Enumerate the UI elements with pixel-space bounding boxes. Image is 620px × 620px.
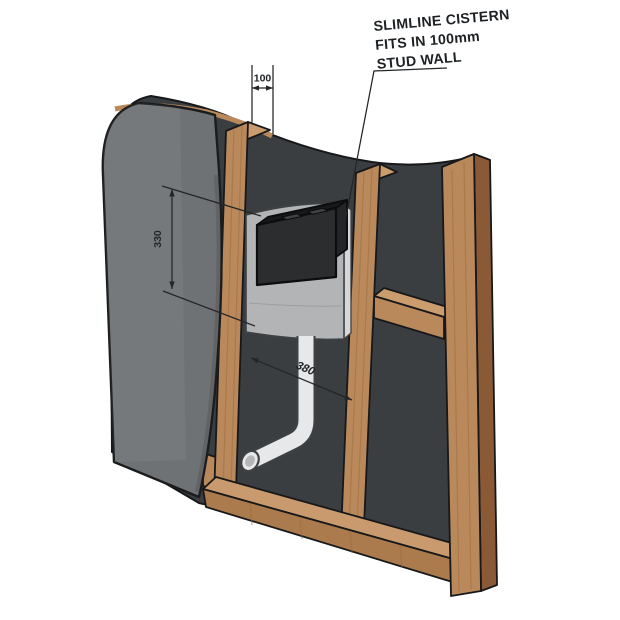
front-panel-face	[101, 101, 223, 499]
arrowhead	[344, 394, 352, 400]
wood-grain	[222, 125, 243, 493]
arrowhead	[252, 85, 259, 91]
dimension-cistern-height: 330	[152, 185, 262, 327]
arrowhead	[169, 281, 175, 289]
cistern-seam	[248, 302, 343, 307]
flush-pipe	[240, 336, 316, 473]
access-panel-front	[255, 206, 338, 287]
arrowhead	[266, 85, 273, 91]
front-panel-edge-shade	[195, 174, 221, 493]
extension-line	[161, 185, 262, 217]
arrowhead	[251, 358, 259, 364]
pipe-body	[250, 336, 314, 467]
stud-front-face	[441, 153, 482, 597]
wood-grain	[451, 161, 472, 593]
access-panel-side	[335, 199, 348, 258]
access-panel-slot	[280, 213, 303, 221]
arrowhead	[339, 235, 345, 244]
dimension-label-330: 330	[152, 230, 164, 248]
front-plasterboard-panel	[101, 101, 223, 499]
front-panel-sheen	[102, 103, 186, 462]
access-panel-slot	[306, 207, 329, 215]
slimline-cistern	[244, 199, 353, 341]
dimension-label-100: 100	[254, 73, 272, 85]
extension-line	[162, 290, 256, 327]
annotation-line-3: STUD WALL	[376, 49, 462, 72]
stud-left	[213, 121, 271, 500]
dimension-line	[250, 357, 353, 401]
wood-grain	[348, 167, 373, 530]
leader-line	[340, 67, 448, 244]
wood-grain	[249, 502, 403, 568]
dimension-stud-depth: 100	[251, 65, 274, 134]
pipe-opening-bore	[245, 455, 255, 467]
arrowhead	[169, 189, 175, 197]
stud-right	[441, 153, 498, 597]
annotation-leader	[339, 67, 448, 244]
